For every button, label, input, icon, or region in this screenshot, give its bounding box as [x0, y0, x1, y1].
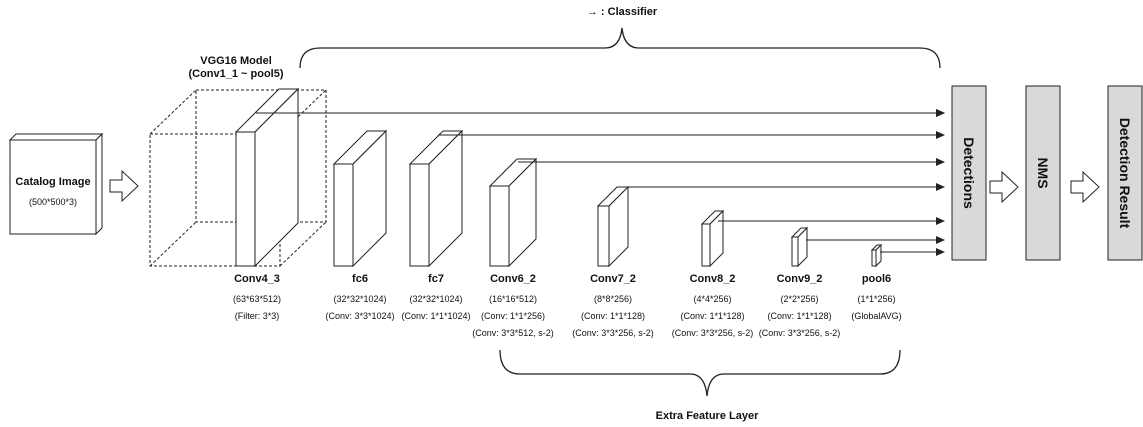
layer-op2-conv9-2: (Conv: 3*3*256, s-2): [758, 328, 841, 338]
nms-box: [1025, 85, 1061, 261]
extra-feature-layer-label: Extra Feature Layer: [655, 410, 759, 422]
detection-result-box: [1107, 85, 1143, 261]
feature-map-conv6-2: [488, 157, 538, 268]
layer-op-fc6: (Conv: 3*3*1024): [325, 311, 395, 321]
layer-size-pool6: (1*1*256): [857, 294, 896, 304]
layer-op-conv9-2: (Conv: 1*1*128): [767, 311, 832, 321]
layer-op2-conv7-2: (Conv: 3*3*256, s-2): [572, 328, 654, 338]
feature-map-conv9-2: [790, 226, 809, 268]
detections-to-nms-arrow: [989, 170, 1019, 204]
catalog-image-box: [8, 132, 104, 236]
layer-op-pool6: (GlobalAVG): [851, 311, 902, 321]
layer-name-conv9-2: Conv9_2: [776, 273, 823, 285]
detections-box: [951, 85, 987, 261]
input-arrow: [109, 169, 139, 203]
layer-op2-conv8-2: (Conv: 3*3*256, s-2): [671, 328, 754, 338]
feature-map-conv4-3: [234, 87, 300, 268]
feature-map-fc6: [332, 129, 388, 268]
feature-map-conv7-2: [596, 185, 630, 268]
layer-name-pool6: pool6: [861, 273, 892, 285]
extra-feature-brace: [499, 349, 901, 397]
layer-op-conv4-3: (Filter: 3*3): [234, 311, 280, 321]
layer-size-conv4-3: (63*63*512): [232, 294, 282, 304]
catalog-image-size: (500*500*3): [28, 197, 78, 207]
classifier-label: → : Classifier: [586, 6, 658, 18]
feature-map-fc7: [408, 129, 464, 268]
layer-name-fc6: fc6: [352, 273, 368, 285]
layer-name-conv4-3: Conv4_3: [234, 273, 280, 285]
layer-size-fc6: (32*32*1024): [333, 294, 387, 304]
nms-label: NMS: [1035, 157, 1051, 189]
feature-map-conv8-2: [700, 209, 725, 268]
layer-op-conv8-2: (Conv: 1*1*128): [680, 311, 745, 321]
feature-map-pool6: [870, 243, 883, 268]
layer-name-fc7: fc7: [428, 273, 444, 285]
detection-result-label: Detection Result: [1117, 117, 1133, 229]
classifier-brace: [299, 27, 941, 69]
layer-size-fc7: (32*32*1024): [409, 294, 463, 304]
layer-size-conv6-2: (16*16*512): [488, 294, 538, 304]
layer-op2-conv6-2: (Conv: 3*3*512, s-2): [472, 328, 554, 338]
layer-op-fc7: (Conv: 1*1*1024): [401, 311, 471, 321]
catalog-image-label: Catalog Image: [15, 176, 91, 188]
layer-name-conv6-2: Conv6_2: [490, 273, 536, 285]
layer-op-conv6-2: (Conv: 1*1*256): [480, 311, 546, 321]
detections-label: Detections: [961, 137, 977, 209]
layer-name-conv8-2: Conv8_2: [689, 273, 736, 285]
layer-size-conv9-2: (2*2*256): [780, 294, 819, 304]
layer-size-conv8-2: (4*4*256): [693, 294, 732, 304]
nms-to-result-arrow: [1070, 170, 1100, 204]
layer-size-conv7-2: (8*8*256): [593, 294, 633, 304]
layer-op-conv7-2: (Conv: 1*1*128): [580, 311, 646, 321]
vgg-subtitle: (Conv1_1 ~ pool5): [188, 68, 284, 80]
vgg-title: VGG16 Model: [200, 55, 272, 67]
layer-name-conv7-2: Conv7_2: [590, 273, 636, 285]
